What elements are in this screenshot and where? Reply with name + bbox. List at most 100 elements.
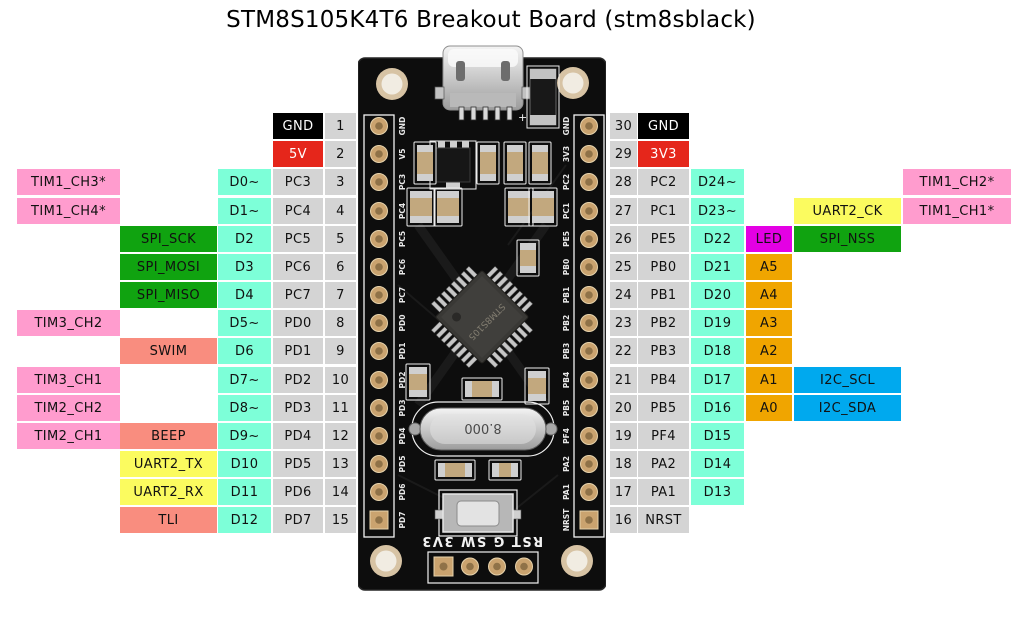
pin-number: 3 [325, 169, 356, 195]
pin-number: 10 [325, 367, 356, 393]
pin-label-digital: D1~ [218, 198, 271, 224]
pin-label-port: PC1 [638, 198, 689, 224]
pad-label: PB0 [562, 259, 571, 275]
pin-number: 30 [610, 113, 637, 139]
pad-label: PD3 [398, 400, 407, 417]
pin-label-port: PC5 [273, 226, 323, 252]
pin-label-spi: SPI_MOSI [120, 254, 217, 280]
smd-component [413, 141, 437, 185]
pad-label: PD0 [398, 315, 407, 332]
pin-number: 28 [610, 169, 637, 195]
pin-label-uart: UART2_CK [794, 198, 901, 224]
pad-label: PC6 [398, 259, 407, 275]
pad-label: PF4 [562, 428, 571, 444]
pin1-dot [452, 312, 462, 322]
pin-number: 15 [325, 507, 356, 533]
pin-label-port: PD5 [273, 451, 323, 477]
pin-label-timer: TIM1_CH3* [17, 169, 120, 195]
pin-label-analog: A4 [746, 282, 792, 308]
pin-label-analog: A5 [746, 254, 792, 280]
pin-number: 20 [610, 395, 637, 421]
pin-label-digital: D0~ [218, 169, 271, 195]
pin-label-digital: D21 [691, 254, 744, 280]
pin-label-analog: A1 [746, 367, 792, 393]
pin-number: 26 [610, 226, 637, 252]
programming-header [427, 551, 539, 584]
smd-component [461, 377, 503, 401]
pin-label-digital: D14 [691, 451, 744, 477]
pin-label-digital: D18 [691, 338, 744, 364]
smd-component [488, 459, 522, 481]
pin-label-digital: D5~ [218, 310, 271, 336]
pad-label: PB4 [562, 372, 571, 388]
left-header-outline [363, 114, 395, 538]
pad-label: PB5 [562, 400, 571, 416]
pad-label: PB3 [562, 343, 571, 359]
pad-label: PC5 [398, 231, 407, 247]
pcb-photo: + STM8S105 [358, 45, 606, 591]
pin-label-digital: D12 [218, 507, 271, 533]
pad-label: GND [562, 117, 571, 136]
pad-label: PB1 [562, 287, 571, 303]
pad-label: GND [398, 117, 407, 136]
smd-component [524, 367, 550, 405]
pin-label-port: PA1 [638, 479, 689, 505]
pin-label-timer: TIM2_CH2 [17, 395, 120, 421]
reset-button [434, 489, 522, 537]
pin-number: 13 [325, 451, 356, 477]
pin-number: 19 [610, 423, 637, 449]
pin-label-port: PD3 [273, 395, 323, 421]
pin-label-port: PD7 [273, 507, 323, 533]
pin-label-digital: D15 [691, 423, 744, 449]
pin-number: 27 [610, 198, 637, 224]
pad-label: PC4 [398, 203, 407, 219]
pin-number: 14 [325, 479, 356, 505]
right-header-outline [573, 114, 605, 538]
pad-label: PD6 [398, 484, 407, 501]
pin-label-port: PC6 [273, 254, 323, 280]
pin-label-digital: D19 [691, 310, 744, 336]
pin-label-digital: D24~ [691, 169, 744, 195]
pin-label-digital: D6 [218, 338, 271, 364]
pin-label-power_gnd: GND [638, 113, 689, 139]
pin-number: 9 [325, 338, 356, 364]
pin-label-port: PB5 [638, 395, 689, 421]
pin-number: 16 [610, 507, 637, 533]
pin-label-i2c: I2C_SDA [794, 395, 901, 421]
pin-label-power_v: 3V3 [638, 141, 689, 167]
smd-component [476, 141, 500, 185]
pin-label-timer: TIM1_CH4* [17, 198, 120, 224]
pin-label-port: PB0 [638, 254, 689, 280]
pin-label-digital: D16 [691, 395, 744, 421]
pin-label-i2c: I2C_SCL [794, 367, 901, 393]
pin-label-spi: SPI_NSS [794, 226, 901, 252]
pin-label-digital: D9~ [218, 423, 271, 449]
pin-label-port: PC4 [273, 198, 323, 224]
pad-label: PD2 [398, 372, 407, 389]
smd-component [503, 141, 527, 185]
pin-label-uart: UART2_RX [120, 479, 217, 505]
pin-label-led: LED [746, 226, 792, 252]
pin-label-digital: D20 [691, 282, 744, 308]
pin-label-port: PB3 [638, 338, 689, 364]
pin-label-uart: UART2_TX [120, 451, 217, 477]
pin-label-digital: D7~ [218, 367, 271, 393]
pad-label: PC1 [562, 203, 571, 219]
pad-label: 3V3 [562, 146, 571, 162]
voltage-regulator [429, 140, 477, 190]
pad-label: PC7 [398, 287, 407, 303]
pad-label: PD7 [398, 512, 407, 529]
smd-component [528, 187, 558, 227]
pin-label-misc: SWIM [120, 338, 217, 364]
pin-label-misc: TLI [120, 507, 217, 533]
pin-label-port: PB2 [638, 310, 689, 336]
pin-label-timer: TIM3_CH1 [17, 367, 120, 393]
pad-label: PD4 [398, 428, 407, 445]
pin-number: 23 [610, 310, 637, 336]
pin-label-port: NRST [638, 507, 689, 533]
pin-label-digital: D22 [691, 226, 744, 252]
pin-number: 7 [325, 282, 356, 308]
pin-label-timer: TIM1_CH2* [903, 169, 1011, 195]
pin-label-digital: D23~ [691, 198, 744, 224]
